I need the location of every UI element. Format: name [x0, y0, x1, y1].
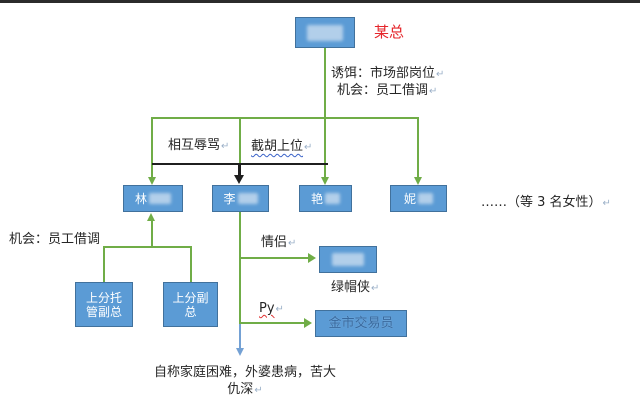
node-gold-trader: 金市交易员 [315, 310, 407, 337]
redacted-name-patch [307, 24, 343, 41]
boss-annotation: 某总 [374, 23, 405, 41]
redacted-name-patch [237, 193, 258, 204]
connector-sub-horizontal [103, 246, 192, 248]
note-bottom-line1: 自称家庭困难，外婆患病，苦大 [153, 365, 336, 380]
return-mark-icon: ↵ [254, 385, 263, 396]
connector-py-arrow [239, 322, 305, 324]
edge-label-mutual-insult: 相互辱骂↵ [168, 138, 230, 153]
node-li-label: 李 [223, 191, 236, 206]
arrowhead-down-bottom-icon [236, 348, 244, 356]
node-sub-manager: 上分托 管副总 [75, 282, 133, 327]
return-mark-icon: ↵ [371, 283, 380, 294]
arrowhead-down-li-icon [234, 175, 244, 184]
node-sub-manager-line1: 上分托 [85, 290, 122, 305]
note-bottom: 自称家庭困难，外婆患病，苦大 仇深↵ [143, 364, 347, 399]
edge-label-lover: 情侣↵ [261, 235, 297, 250]
node-lin: 林 [123, 185, 183, 212]
redacted-name-patch [325, 193, 340, 204]
connector-sub-manager-up [103, 246, 105, 282]
arrowhead-down-yan-icon [321, 177, 329, 185]
node-yan-label: 艳 [310, 191, 323, 206]
connector-main-horizontal [151, 117, 419, 119]
connector-black-drop-li [238, 163, 241, 176]
note-bottom-line2: 仇深 [227, 382, 254, 397]
node-gold-trader-label: 金市交易员 [328, 315, 394, 331]
edge-label-py: Py↵ [259, 301, 284, 316]
note-chance-left: 机会：员工借调 [9, 232, 101, 247]
connector-drop-lin [151, 117, 153, 177]
return-mark-icon: ↵ [429, 86, 438, 97]
connector-lin-up [151, 220, 153, 247]
connector-drop-yan [324, 117, 326, 177]
connector-sub-vp-up [190, 246, 192, 282]
redacted-name-patch [418, 193, 433, 204]
arrowhead-right-py-icon [304, 318, 312, 328]
node-boss [295, 17, 355, 48]
edge-label-snipe: 截胡上位↵ [251, 139, 313, 154]
node-ni: 妮 [390, 185, 447, 212]
node-ni-label: 妮 [403, 191, 416, 206]
arrowhead-up-lin-icon [147, 213, 155, 221]
node-li: 李 [212, 185, 269, 212]
arrowhead-down-lin-icon [148, 177, 156, 185]
return-mark-icon: ↵ [288, 238, 297, 249]
node-sub-vp-line1: 上分副 [172, 290, 209, 305]
connector-drop-ni [417, 117, 419, 177]
node-sub-vp-line2: 总 [184, 304, 197, 319]
arrowhead-down-ni-icon [414, 177, 422, 185]
redacted-name-patch [149, 193, 171, 204]
note-chance-top: 机会：员工借调↵ [337, 83, 438, 98]
connector-li-down [239, 212, 241, 324]
connector-drop-li-upper [239, 117, 241, 163]
redacted-name-patch [332, 253, 364, 266]
connector-bottom-blue [239, 324, 241, 349]
return-mark-icon: ↵ [602, 198, 611, 209]
node-cuckold [319, 246, 377, 273]
return-mark-icon: ↵ [221, 141, 230, 152]
return-mark-icon: ↵ [436, 69, 445, 80]
note-etc-women: ……（等 3 名女性）↵ [481, 195, 611, 210]
return-mark-icon: ↵ [304, 142, 313, 153]
node-sub-vp: 上分副 总 [163, 282, 218, 327]
node-lin-label: 林 [134, 191, 147, 206]
note-bait: 诱饵：市场部岗位↵ [331, 66, 445, 81]
node-yan: 艳 [299, 185, 352, 212]
return-mark-icon: ↵ [275, 304, 284, 315]
arrowhead-right-lover-icon [308, 253, 316, 263]
connector-lover-arrow [239, 257, 309, 259]
connector-boss-down [324, 48, 326, 118]
top-border-line [0, 0, 640, 3]
caption-cuckold: 绿帽侠↵ [331, 280, 380, 295]
node-sub-manager-line2: 管副总 [85, 304, 122, 319]
